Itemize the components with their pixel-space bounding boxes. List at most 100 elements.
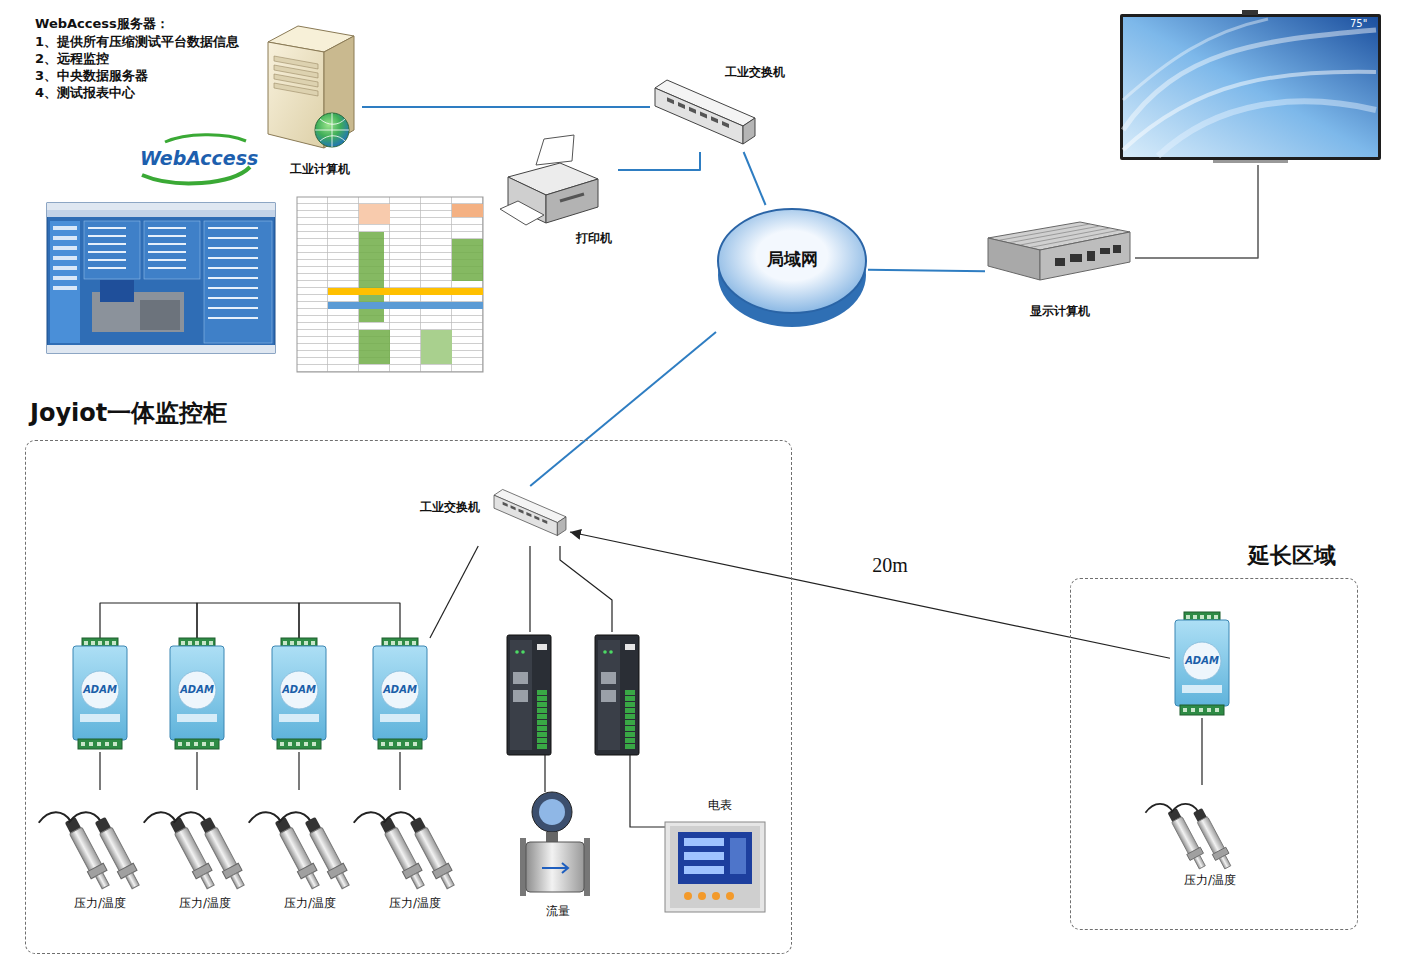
sensor-caption: 压力/温度 xyxy=(157,896,253,911)
adam-module: ADAM xyxy=(267,638,331,752)
meter-lcd xyxy=(678,832,752,884)
terminal-block xyxy=(78,739,122,749)
connector-line xyxy=(430,546,478,638)
sensor-cable xyxy=(1170,799,1199,823)
drawing-part xyxy=(84,221,140,279)
connector-line xyxy=(1201,718,1202,785)
note-line: 2、远程监控 xyxy=(35,51,109,67)
terminal xyxy=(625,696,635,701)
pipe-flange xyxy=(520,838,526,896)
sensor-tip xyxy=(231,873,245,889)
report-spreadsheet xyxy=(297,197,483,372)
terminal-block xyxy=(378,739,422,749)
tv-icon xyxy=(1118,10,1383,165)
terminal-screw xyxy=(105,742,109,746)
terminal-screw xyxy=(397,742,401,746)
device-caption: 工业计算机 xyxy=(290,162,350,177)
terminal-screw xyxy=(290,641,294,645)
switch-port xyxy=(534,515,539,520)
gateway-front xyxy=(510,640,532,750)
sensor-pair xyxy=(37,802,143,900)
sensor-body xyxy=(1197,816,1225,855)
screen-swirl xyxy=(1123,72,1376,150)
switch-port xyxy=(542,519,547,524)
terminal xyxy=(537,696,547,701)
ethernet-port xyxy=(601,672,616,684)
note-line: 4、测试报表中心 xyxy=(35,85,135,101)
sensor-cable xyxy=(67,806,101,835)
screen-swirl xyxy=(1158,101,1376,156)
drawing-part xyxy=(297,197,483,372)
switch-icon xyxy=(494,489,566,535)
terminal-screw xyxy=(1214,615,1218,619)
terminal-screw xyxy=(105,641,109,645)
extension-region: ADAM压力/温度延长区域 xyxy=(1068,540,1360,932)
meter-display xyxy=(539,799,565,825)
module-logo: ADAM xyxy=(370,684,430,697)
terminal-screw xyxy=(297,641,301,645)
drawing-part xyxy=(204,221,272,343)
meter-icon xyxy=(590,632,770,917)
pressure-transmitter xyxy=(352,802,428,900)
device-caption: 电表 xyxy=(708,798,732,813)
module-logo: ADAM xyxy=(70,684,130,697)
gateway-tag xyxy=(537,644,547,650)
gateway-tag xyxy=(625,644,635,650)
drawing-part xyxy=(144,221,200,279)
drawing-part xyxy=(328,302,483,309)
switch-port xyxy=(711,116,718,123)
switch-front xyxy=(494,495,557,535)
switch-port xyxy=(518,509,523,514)
screen-swirl xyxy=(1123,19,1268,100)
server-icon xyxy=(262,22,362,182)
status-led xyxy=(521,650,525,654)
signal-wire xyxy=(544,755,545,792)
pressure-transmitter xyxy=(142,802,218,900)
terminal-screw xyxy=(1200,615,1204,619)
sensor-tip xyxy=(96,873,110,889)
cabinet-region: 工业交换机ADAMADAMADAMADAM流量电表压力/温度压力/温度压力/温度… xyxy=(22,398,792,956)
drawing-part xyxy=(47,203,275,353)
terminal xyxy=(625,732,635,737)
status-led xyxy=(603,650,607,654)
connector-line xyxy=(100,603,197,638)
terminal-screw xyxy=(202,641,206,645)
terminal-screw xyxy=(384,641,388,645)
meter-button xyxy=(684,892,692,900)
flowmeter-node: 流量 xyxy=(500,632,592,930)
terminal-screw xyxy=(1199,708,1203,712)
screen-size: 75" xyxy=(1350,18,1367,31)
lcd-row xyxy=(684,852,724,860)
terminal-screw xyxy=(412,641,416,645)
terminal-screw xyxy=(389,742,393,746)
sensor-caption: 压力/温度 xyxy=(262,896,358,911)
module-logo: ADAM xyxy=(269,684,329,697)
sensor-body xyxy=(69,827,102,872)
connector-line xyxy=(530,332,716,486)
sensor-tip xyxy=(126,873,140,889)
sensor-node: 压力/温度 xyxy=(260,790,360,915)
lcd-row xyxy=(684,866,724,874)
device-caption: 显示计算机 xyxy=(1030,304,1090,319)
drawing-part xyxy=(50,221,80,343)
sensor-tip xyxy=(201,873,215,889)
sensor-cable xyxy=(352,806,386,835)
terminal-screw xyxy=(405,742,409,746)
terminal-screw xyxy=(186,742,190,746)
pressure-transmitter xyxy=(1170,795,1235,879)
switch-port xyxy=(722,121,729,128)
drawing-part xyxy=(142,167,250,183)
adam-module: ADAM xyxy=(165,638,229,752)
terminal-block xyxy=(277,739,321,749)
terminal-screw xyxy=(81,742,85,746)
terminal-screw xyxy=(405,641,409,645)
module-sticker xyxy=(177,714,217,722)
terminal xyxy=(625,726,635,731)
note-line: 3、中央数据服务器 xyxy=(35,68,148,84)
pc-front xyxy=(988,238,1040,280)
gateway-body xyxy=(507,635,551,755)
terminal xyxy=(625,738,635,743)
sensor-pair xyxy=(142,802,248,900)
connector-line xyxy=(362,106,650,108)
label-anchor: 2、远程监控 xyxy=(0,0,74,16)
